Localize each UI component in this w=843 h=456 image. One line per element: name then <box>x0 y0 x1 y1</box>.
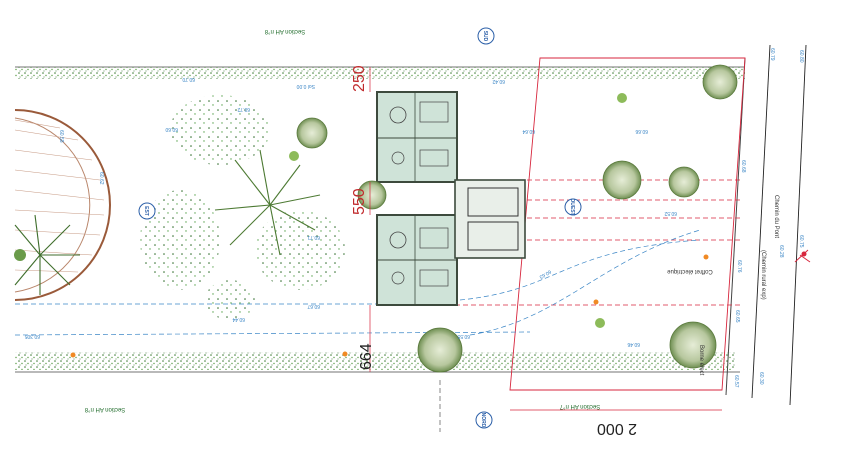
elevation-label: 60.46 <box>627 341 640 347</box>
carport <box>454 179 526 259</box>
misc-label-2: Borne élect <box>698 345 704 376</box>
section-label-bottom-right: Section AH n°7 <box>559 403 600 409</box>
compass-east: EST <box>138 202 156 220</box>
section-label-top: Section AH n°8 <box>264 28 305 34</box>
elevation-label: 60.75 <box>798 235 804 248</box>
elevation-label: 60.52 <box>664 210 677 216</box>
elevation-label: 60.30 <box>758 372 764 385</box>
palm-tree-left <box>14 214 80 295</box>
svg-text:NORD: NORD <box>480 413 486 428</box>
elevation-label: 60.66 <box>635 128 648 134</box>
elevation-label: 60.80 <box>798 50 804 63</box>
ground-cover <box>140 95 345 320</box>
compass-west: OUEST <box>564 198 582 216</box>
elevation-label: 60.57 <box>733 375 739 388</box>
section-label-bottom-left: Section AH n°8 <box>84 406 125 412</box>
elevation-label: 60.58 <box>58 130 64 143</box>
elevation-label: 60.63 <box>538 268 552 280</box>
elevation-label: Sol 0.00 <box>296 83 315 89</box>
road-label-2: (Chemin rural exp) <box>760 250 766 300</box>
dashed-lines <box>14 179 740 432</box>
road-label: Chemin du Pont <box>773 195 779 238</box>
svg-text:EST: EST <box>143 206 149 216</box>
dimension-width: 2 000 <box>597 420 637 437</box>
elevation-label: 60.60 <box>165 126 178 132</box>
dimension-bottom: 664 <box>358 343 375 370</box>
tree <box>14 64 738 373</box>
elevation-label: 60.72 <box>237 106 250 112</box>
elevation-label: 60.44 <box>232 316 245 322</box>
dimension-lines <box>369 67 722 411</box>
hedge-bottom <box>15 352 735 370</box>
elevation-label: 60.65 <box>734 310 740 323</box>
house-top <box>376 91 458 183</box>
elevation-label: 60.42 <box>492 78 505 84</box>
misc-label: Coffret électrique <box>667 268 713 274</box>
elevation-label: 60.67 <box>307 303 320 309</box>
circular-deck <box>14 109 111 301</box>
hedge-top <box>15 67 745 79</box>
elevation-label: 60.76 <box>736 260 742 273</box>
compass-south: NORD <box>475 411 493 429</box>
house-bottom <box>376 214 458 306</box>
dimension-middle: 550 <box>351 188 368 215</box>
elevation-label: 60.70 <box>182 76 195 82</box>
elevation-label: 60.71 <box>307 234 320 240</box>
dimension-top: 250 <box>351 65 368 92</box>
elevation-label: 60.55 <box>457 333 470 339</box>
elevation-label: 60.305 <box>24 333 40 339</box>
parcel-outline <box>509 57 746 391</box>
palm-tree <box>214 149 321 256</box>
elevation-label: 60.64 <box>522 128 535 134</box>
elevation-labels: Sol 0.00 60.72 60.70 60.64 60.66 60.67 6… <box>24 48 804 388</box>
elevation-label: 60.79 <box>769 48 775 61</box>
elevation-label: 60.68 <box>740 160 746 173</box>
svg-text:OUEST: OUEST <box>569 198 575 215</box>
compass-north: SUD <box>477 27 495 45</box>
elevation-label: 60.62 <box>98 172 104 185</box>
svg-text:SUD: SUD <box>482 31 488 42</box>
elevation-label: 60.28 <box>778 245 784 258</box>
access-marker <box>794 249 811 263</box>
light-markers <box>70 254 709 358</box>
